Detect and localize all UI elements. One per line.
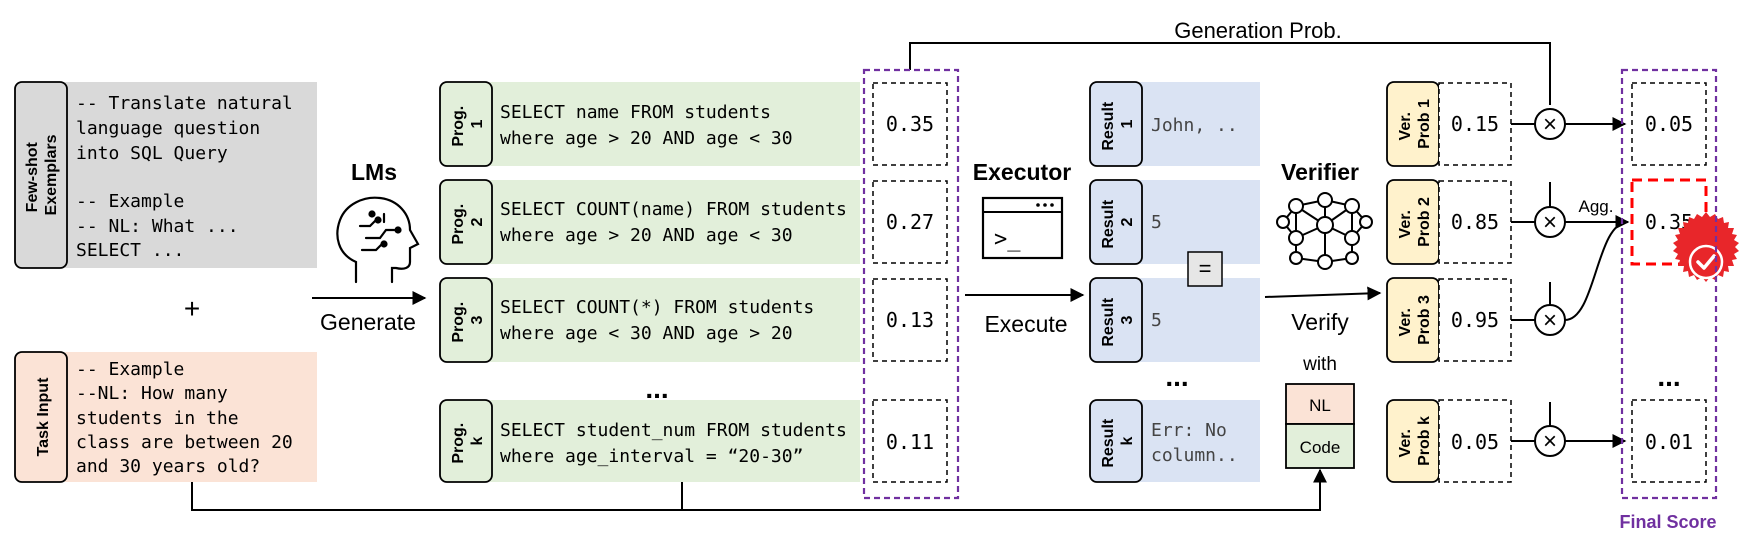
generation-prob-value: 0.27 [886, 210, 934, 234]
ver-prob-value: 0.15 [1451, 112, 1499, 136]
task-to-verifier-connector [191, 468, 1327, 511]
equals-badge: = [1187, 251, 1223, 287]
result-tab-label: Result 1 [1100, 97, 1136, 150]
fewshot-text: -- Translate natural language question i… [76, 93, 304, 261]
result-value: 5 [1151, 310, 1162, 331]
fewshot-tab-label: Few-shot Exemplars [24, 134, 60, 215]
final-score-1: 0.05 [1631, 82, 1707, 166]
program-code: SELECT name FROM students where age > 20… [500, 102, 793, 149]
svg-text:×: × [1543, 209, 1557, 236]
final-ellipsis: ... [1657, 361, 1680, 392]
ver-prob-3: Ver. Prob 3 0.95 [1386, 277, 1512, 363]
ver-prob-tab-label: Ver. Prob 1 [1397, 99, 1433, 149]
ver-prob-2: Ver. Prob 2 0.85 [1386, 179, 1512, 265]
generation-prob-title: Generation Prob. [1174, 18, 1342, 43]
result-value: 5 [1151, 212, 1162, 233]
task-input: Task Input -- Example --NL: How many stu… [14, 351, 317, 483]
multiply-node: × [1534, 108, 1566, 140]
lms-title: LMs [351, 159, 397, 185]
verified-badge-icon [1673, 212, 1739, 282]
svg-text:×: × [1543, 428, 1557, 455]
generation-prob-connector [909, 42, 1551, 105]
result-tab-label: Result 2 [1100, 195, 1136, 248]
final-score-frame [1620, 68, 1718, 500]
multiply-node: × [1534, 304, 1566, 336]
generate-label: Generate [320, 309, 416, 335]
final-score-label: Final Score [1619, 512, 1716, 532]
program-k: Prog. k SELECT student_num FROM students… [439, 399, 948, 483]
multiply-connectors [1511, 117, 1630, 448]
executor-title: Executor [973, 159, 1071, 185]
multiply-node: × [1534, 206, 1566, 238]
verify-label: Verify [1291, 309, 1349, 335]
result-tab-label: Result k [1100, 414, 1136, 467]
neural-network-icon [1276, 192, 1373, 270]
program-tab-label: Prog. 1 [450, 101, 486, 146]
result-value: John, .. [1151, 115, 1238, 136]
task-tab-label: Task Input [35, 377, 52, 456]
plus-sign: + [184, 293, 200, 324]
task-text: -- Example --NL: How many students in th… [76, 359, 304, 477]
ver-prob-1: Ver. Prob 1 0.15 [1386, 81, 1512, 167]
result-2: Result 2 5 [1089, 179, 1260, 265]
verify-with-label: with [1302, 354, 1337, 375]
ver-prob-value: 0.95 [1451, 308, 1499, 332]
final-score-value: 0.01 [1645, 430, 1693, 454]
generation-prob-value: 0.35 [886, 112, 934, 136]
svg-text:×: × [1543, 307, 1557, 334]
program-code: SELECT student_num FROM students where a… [500, 420, 858, 467]
result-value: Err: No column.. [1151, 420, 1238, 466]
result-3: Result 3 5 [1089, 277, 1260, 363]
program-tab-label: Prog. 3 [450, 297, 486, 342]
ver-prob-value: 0.05 [1451, 430, 1499, 454]
program-3: Prog. 3 SELECT COUNT(*) FROM students wh… [439, 277, 948, 363]
generation-prob-frame [862, 68, 960, 500]
program-code: SELECT COUNT(name) FROM students where a… [500, 199, 858, 246]
code-label: Code [1300, 438, 1341, 457]
generation-prob-value: 0.13 [886, 308, 934, 332]
program-code: SELECT COUNT(*) FROM students where age … [500, 297, 825, 344]
result-tab-label: Result 3 [1100, 293, 1136, 346]
nl-label: NL [1309, 396, 1331, 415]
verify-arrow [1264, 286, 1382, 301]
ver-prob-tab-label: Ver. Prob 2 [1397, 197, 1433, 247]
program-tab-label: Prog. k [450, 418, 486, 463]
svg-text:=: = [1199, 256, 1212, 281]
program-2: Prog. 2 SELECT COUNT(name) FROM students… [439, 179, 948, 265]
multiply-node: × [1534, 425, 1566, 457]
verifier-title: Verifier [1281, 159, 1359, 185]
brain-head-icon [336, 196, 420, 284]
ver-prob-tab-label: Ver. Prob 3 [1397, 295, 1433, 345]
generation-prob-value: 0.11 [886, 430, 934, 454]
ver-prob-value: 0.85 [1451, 210, 1499, 234]
terminal-icon: >_ [981, 196, 1064, 260]
ver-prob-k: Ver. Prob k 0.05 [1386, 399, 1512, 483]
final-score-k: 0.01 [1631, 399, 1707, 483]
ver-prob-tab-label: Ver. Prob k [1397, 416, 1433, 466]
result-1: Result 1 John, .. [1089, 81, 1260, 167]
results-ellipsis: ... [1165, 361, 1188, 392]
result-k: Result k Err: No column.. [1089, 399, 1260, 483]
program-1: Prog. 1 SELECT name FROM students where … [439, 81, 948, 167]
execute-label: Execute [984, 311, 1067, 337]
programs-ellipsis: ... [645, 373, 668, 404]
program-tab-label: Prog. 2 [450, 199, 486, 244]
aggregate-label: Agg. [1579, 197, 1614, 216]
nl-code-box: NL Code [1285, 383, 1355, 469]
svg-text:×: × [1543, 111, 1557, 138]
final-score-value: 0.05 [1645, 112, 1693, 136]
svg-text:>_: >_ [994, 227, 1021, 252]
fewshot-exemplars: Few-shot Exemplars -- Translate natural … [14, 81, 317, 269]
